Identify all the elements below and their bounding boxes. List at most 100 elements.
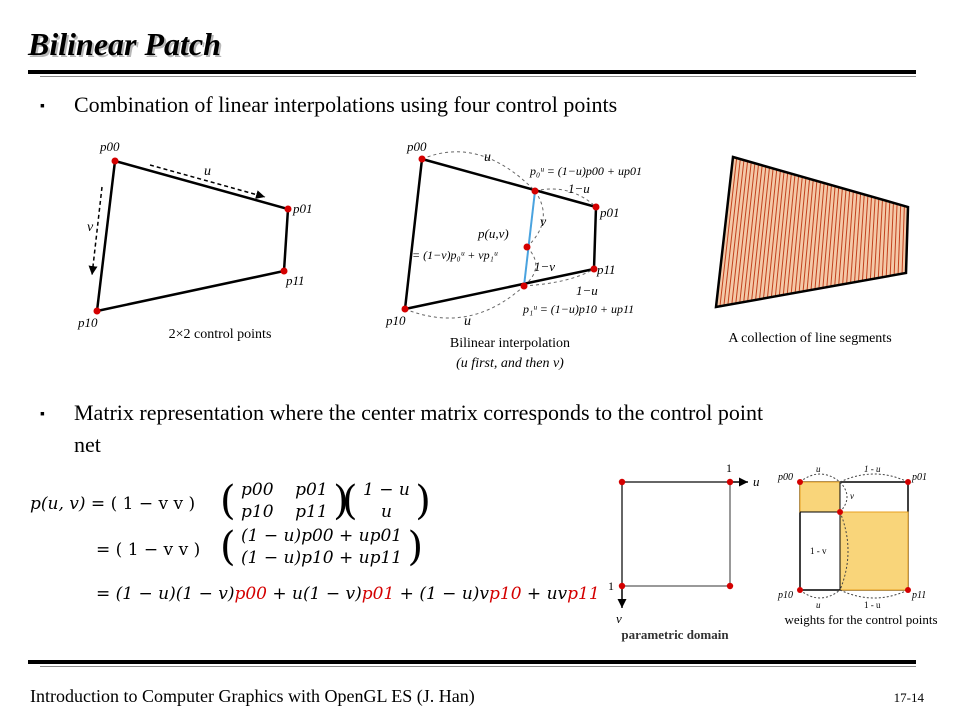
line-segment <box>786 175 800 295</box>
matrix-equation: p(u, v) = ( 1 − v v ) ( p00 p01 p10 p11 … <box>30 478 600 608</box>
line-segment <box>850 192 858 283</box>
line-segment <box>798 178 811 293</box>
label-u-axis: u <box>753 474 760 489</box>
label-u-top: u <box>816 464 821 474</box>
bullet-1-text: Combination of linear interpolations usi… <box>74 92 618 117</box>
eq-line2-vector: ( (1 − u)p00 + up01 (1 − u)p10 + up11 ) <box>220 524 424 570</box>
caption-weights: weights for the control points <box>784 612 938 627</box>
line-segment <box>881 200 887 278</box>
caption-bilinear-line2: (u first, and then v) <box>456 356 564 371</box>
slide-title: Bilinear Patch <box>28 26 221 62</box>
label-v-axis: v <box>616 611 622 626</box>
line-segment <box>826 186 836 288</box>
line-segment <box>901 205 905 274</box>
label-p01: p01 <box>292 201 313 216</box>
matrix-p11: p11 <box>295 502 328 522</box>
label-v: v <box>540 215 547 230</box>
line-segment <box>861 195 869 281</box>
label-v: v <box>850 491 854 501</box>
line-segment <box>842 190 851 285</box>
label-u: u <box>204 164 211 179</box>
line-segment <box>774 172 789 297</box>
line-segment <box>739 163 756 303</box>
line-segment <box>782 174 796 296</box>
eq-line2-row-vector: ( 1 − v v ) <box>115 540 201 560</box>
matrix-p10: p10 <box>241 502 274 522</box>
label-p10: p10 <box>777 590 793 601</box>
label-p01: p01 <box>599 205 620 220</box>
figure-weights: p00 p01 p10 p11 u 1 - u v 1 - v u 1 - u <box>777 464 927 610</box>
line-segment <box>846 191 854 284</box>
line-segment <box>810 181 821 291</box>
bullet-1: ▪ Combination of linear interpolations u… <box>40 92 617 122</box>
col-vector-top: 1 − u <box>363 480 410 500</box>
caption-parametric-domain: parametric domain <box>621 627 729 642</box>
line-segment <box>719 157 738 307</box>
label-1-minus-u-bottom: 1 - u <box>864 600 881 610</box>
line-segment <box>759 168 774 300</box>
figure-bilinear-interpolation: p00 p01 p11 p10 u u v 1−u 1−u 1−v p₀ᵘ = … <box>385 139 642 329</box>
line-segment <box>897 204 902 275</box>
line-segment <box>806 180 818 291</box>
eq-term-p00: p00 <box>234 584 267 604</box>
label-p10: p10 <box>77 315 98 330</box>
eq-line2: = ( 1 − v v ) <box>96 540 201 560</box>
eq-term-p10: p10 <box>489 584 522 604</box>
equation-p1u: p₁ᵘ = (1−u)p10 + up11 <box>522 302 634 316</box>
label-1-minus-v: 1 - v <box>810 546 827 556</box>
line-segment <box>818 184 829 289</box>
line-segment <box>834 188 843 286</box>
label-1-minus-u-top: 1 - u <box>864 464 881 474</box>
eq-line2-top: (1 − u)p00 + up01 <box>241 526 403 546</box>
caption-bilinear-line1: Bilinear interpolation <box>449 336 571 351</box>
eq-term-p11: p11 <box>567 584 600 604</box>
line-segment <box>830 187 840 287</box>
label-1-minus-v: 1−v <box>534 259 555 274</box>
bullet-square-icon: ▪ <box>40 99 45 114</box>
label-v-one: 1 <box>608 579 614 593</box>
label-v: v <box>87 220 94 235</box>
footer-rule-thin <box>40 666 916 667</box>
line-segment <box>889 202 894 276</box>
label-p00: p00 <box>406 139 427 154</box>
line-segment <box>770 171 785 298</box>
bullet-2-text-line1: Matrix representation where the center m… <box>74 400 764 425</box>
footer-course-title: Introduction to Computer Graphics with O… <box>30 686 475 706</box>
label-p01: p01 <box>911 472 927 483</box>
line-segment <box>755 167 770 300</box>
line-segment <box>727 160 745 305</box>
footer-rule <box>28 660 916 664</box>
line-segment <box>865 196 873 281</box>
line-segment <box>766 170 781 298</box>
label-1-minus-u-bottom: 1−u <box>576 283 598 298</box>
line-segment <box>735 162 752 304</box>
eq-col-vector: ( 1 − u u ) <box>342 478 431 524</box>
line-segment <box>731 161 749 305</box>
col-vector-bottom: u <box>380 502 392 522</box>
equation-puv: = (1−v)p₀ᵘ + vp₁ᵘ <box>412 248 498 262</box>
eq-line2-bottom: (1 − u)p10 + up11 <box>241 548 403 568</box>
caption-control-points: 2×2 control points <box>168 327 272 342</box>
label-p00: p00 <box>777 472 793 483</box>
title-rule-thin <box>40 76 916 77</box>
label-u-one: 1 <box>726 461 732 475</box>
bullet-2-cont: net <box>74 432 101 458</box>
label-1-minus-u-top: 1−u <box>568 181 590 196</box>
label-puv: p(u,v) <box>477 226 509 241</box>
eq-term-p01: p01 <box>361 584 395 604</box>
line-segment <box>723 159 741 306</box>
line-segment <box>778 173 792 296</box>
eq-line3: = (1 − u)(1 − v)p00 + u(1 − v)p01 + (1 −… <box>96 584 600 604</box>
line-segment <box>858 194 865 282</box>
line-segment <box>790 176 803 294</box>
line-segment <box>747 165 763 302</box>
caption-line-segments: A collection of line segments <box>728 331 892 346</box>
equation-p0u: p₀ᵘ = (1−u)p00 + up01 <box>529 164 642 178</box>
eq-matrix: ( p00 p01 p10 p11 ) <box>220 478 349 524</box>
bullet-2: ▪ Matrix representation where the center… <box>40 400 763 430</box>
bullet-2-text-line2: net <box>74 432 101 457</box>
matrix-p00: p00 <box>241 480 274 500</box>
footer-page-number: 17-14 <box>893 690 924 705</box>
line-segment <box>743 164 760 303</box>
line-segment <box>877 199 883 278</box>
